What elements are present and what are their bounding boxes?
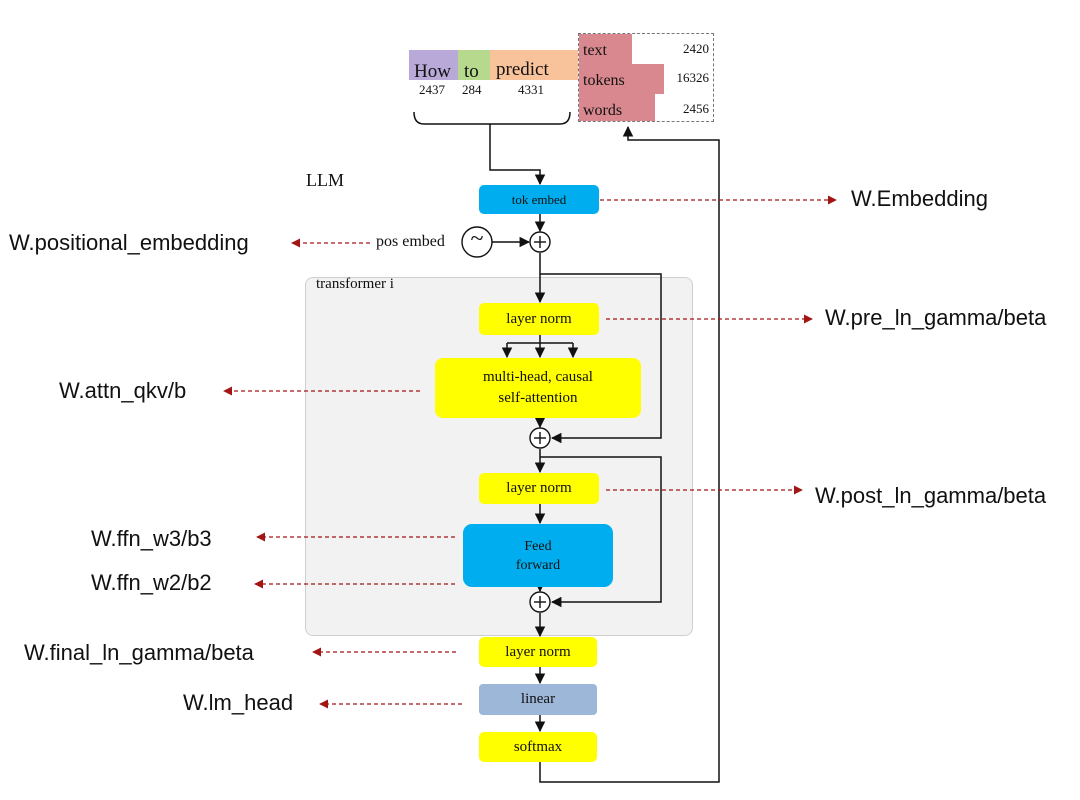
stats-value: 16326 xyxy=(676,70,710,85)
feed-forward-block: Feed forward xyxy=(463,524,613,587)
stats-label: words xyxy=(583,102,623,119)
softmax-block: softmax xyxy=(479,732,597,762)
stats-label: tokens xyxy=(583,72,625,89)
final-layer-norm-block: layer norm xyxy=(479,637,597,667)
pos-embed-label: pos embed xyxy=(376,233,445,250)
weight-final-ln-label: W.final_ln_gamma/beta xyxy=(24,640,254,665)
token-id: 4331 xyxy=(518,82,544,97)
stats-value: 2456 xyxy=(683,101,709,116)
ffn-label-line1: Feed xyxy=(524,538,552,554)
linear-block: linear xyxy=(479,684,597,715)
ffn-label-line2: forward xyxy=(515,557,561,573)
bracket-to-tok-embed xyxy=(489,124,546,186)
layer-norm-1-block: layer norm xyxy=(479,303,599,335)
weight-ffn-w2-label: W.ffn_w2/b2 xyxy=(91,570,212,595)
tok-embed-block: tok embed xyxy=(479,185,599,214)
token-predict-bar xyxy=(490,50,578,80)
tok-embed-label: tok embed xyxy=(511,191,567,207)
weight-post-ln-label: W.post_ln_gamma/beta xyxy=(815,483,1047,508)
attention-label-line2: self-attention xyxy=(498,390,578,406)
layer-norm-label: layer norm xyxy=(506,480,572,496)
stats-label: text xyxy=(583,42,607,59)
stats-bar-words xyxy=(579,94,655,121)
softmax-label: softmax xyxy=(513,738,563,755)
llm-label: LLM xyxy=(306,170,344,190)
token-to-bar xyxy=(458,50,490,80)
weight-attn-qkv-label: W.attn_qkv/b xyxy=(59,378,187,403)
layer-norm-label: layer norm xyxy=(506,310,572,327)
stats-box xyxy=(578,33,714,122)
token-id: 284 xyxy=(462,82,482,97)
stats-bar-text xyxy=(579,34,632,64)
final-layer-norm-label: layer norm xyxy=(505,643,571,660)
weight-pre-ln-label: W.pre_ln_gamma/beta xyxy=(825,305,1047,330)
weight-lm-head-label: W.lm_head xyxy=(183,690,294,715)
tilde-symbol: ~ xyxy=(470,226,484,252)
weight-ffn-w3-label: W.ffn_w3/b3 xyxy=(91,526,212,551)
attention-block: multi-head, causal self-attention xyxy=(435,358,641,418)
stats-bar-tokens xyxy=(579,64,664,94)
weight-embedding-label: W.Embedding xyxy=(851,186,988,211)
attention-label-line1: multi-head, causal xyxy=(483,369,593,385)
token-word: predict xyxy=(496,59,549,80)
layer-norm-2-block: layer norm xyxy=(479,473,599,504)
token-word: to xyxy=(464,61,479,82)
sinusoid-circle xyxy=(461,226,493,258)
token-id: 2437 xyxy=(419,82,445,97)
feedback-loop-line xyxy=(539,125,720,783)
token-bracket xyxy=(413,111,571,125)
token-how-bar xyxy=(409,50,458,80)
linear-label: linear xyxy=(520,691,556,707)
token-word: How xyxy=(414,61,451,82)
stats-value: 2420 xyxy=(683,41,709,56)
transformer-label: transformer i xyxy=(316,276,394,292)
weight-positional-embedding-label: W.positional_embedding xyxy=(9,230,249,255)
